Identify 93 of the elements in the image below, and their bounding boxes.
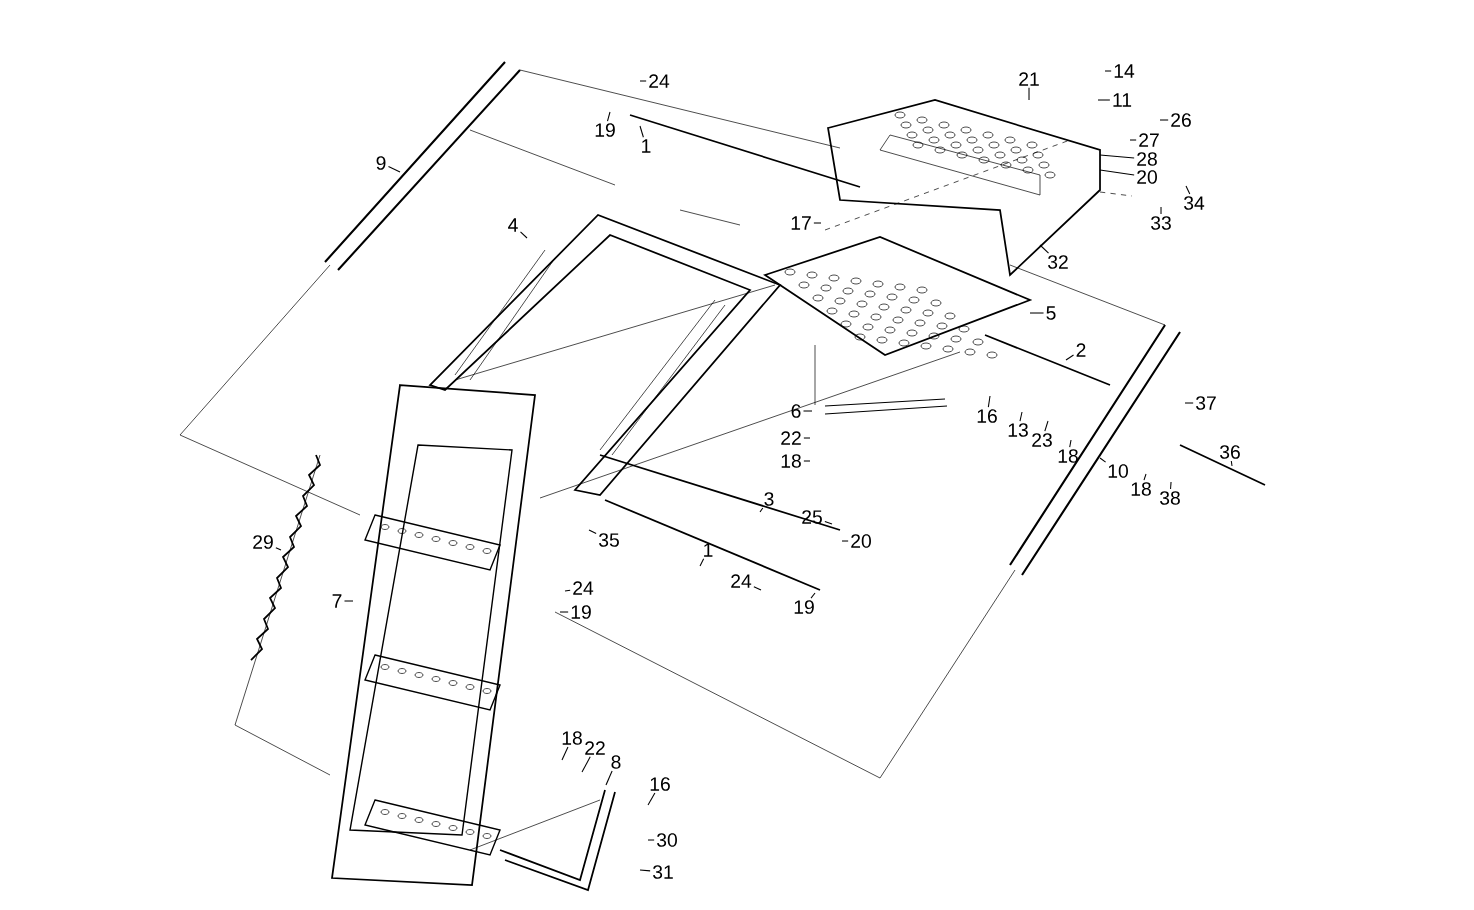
leader-line bbox=[1044, 420, 1049, 432]
leader-line bbox=[606, 111, 611, 122]
leader-line bbox=[1099, 154, 1135, 159]
callout-number: 9 bbox=[376, 156, 386, 170]
callout-number: 1 bbox=[704, 543, 713, 557]
leader-line bbox=[564, 589, 571, 592]
callout-number: 3 bbox=[764, 492, 774, 506]
callout-number: 2 bbox=[1076, 343, 1086, 357]
leader-line bbox=[1029, 312, 1045, 314]
callout-number: 18 bbox=[562, 731, 582, 745]
callout-number: 18 bbox=[1131, 482, 1151, 496]
leader-line bbox=[639, 125, 644, 138]
callout-number: 27 bbox=[1139, 133, 1159, 147]
callout-number: 19 bbox=[571, 605, 591, 619]
leader-line bbox=[1019, 411, 1023, 422]
leader-line bbox=[647, 839, 655, 841]
callout-number: 23 bbox=[1032, 433, 1052, 447]
callout-number: 16 bbox=[977, 409, 997, 423]
leader-line bbox=[987, 395, 991, 408]
callout-number: 20 bbox=[851, 534, 871, 548]
leader-line bbox=[1069, 439, 1072, 448]
leader-line bbox=[699, 558, 705, 567]
callout-number: 20 bbox=[1137, 170, 1157, 184]
leader-line bbox=[588, 529, 597, 535]
leader-line bbox=[1097, 99, 1111, 101]
leader-line bbox=[803, 460, 811, 462]
callout-number: 24 bbox=[573, 581, 594, 595]
leader-line bbox=[581, 756, 591, 773]
callout-number: 1 bbox=[642, 139, 651, 153]
callout-number: 19 bbox=[794, 600, 814, 614]
leader-line bbox=[275, 547, 282, 551]
leader-line bbox=[1185, 185, 1191, 195]
callout-number: 22 bbox=[781, 431, 801, 445]
leader-line bbox=[647, 792, 656, 806]
leader-line bbox=[1039, 244, 1050, 254]
callout-number: 14 bbox=[1114, 64, 1135, 78]
leader-line bbox=[802, 410, 813, 412]
callout-number: 6 bbox=[791, 404, 801, 418]
callout-number: 21 bbox=[1019, 72, 1039, 86]
callout-number: 33 bbox=[1151, 216, 1171, 230]
callout-number: 34 bbox=[1184, 196, 1205, 210]
leader-line bbox=[1028, 87, 1030, 101]
leader-line bbox=[387, 166, 401, 173]
leader-line bbox=[1104, 70, 1112, 72]
leader-line bbox=[813, 222, 822, 224]
leader-line bbox=[1170, 481, 1172, 490]
leader-line bbox=[605, 770, 613, 786]
leader-line bbox=[753, 586, 762, 591]
leader-line bbox=[1143, 473, 1147, 481]
callout-number: 17 bbox=[791, 216, 811, 230]
leader-line bbox=[810, 592, 816, 599]
callout-number: 18 bbox=[1058, 449, 1078, 463]
leader-line bbox=[841, 540, 849, 542]
callout-number: 26 bbox=[1171, 113, 1191, 127]
leader-line bbox=[1099, 169, 1135, 176]
callout-number: 30 bbox=[657, 833, 677, 847]
leader-line bbox=[1129, 139, 1137, 141]
callout-number: 28 bbox=[1137, 152, 1157, 166]
leader-line bbox=[561, 746, 569, 761]
callout-number: 22 bbox=[585, 741, 605, 755]
callout-number: 24 bbox=[649, 74, 670, 88]
callout-number: 38 bbox=[1160, 491, 1180, 505]
leader-line bbox=[1160, 206, 1162, 215]
leader-line bbox=[559, 611, 569, 613]
callout-number: 37 bbox=[1196, 396, 1216, 410]
leader-line bbox=[1230, 460, 1233, 467]
leader-line bbox=[1159, 119, 1169, 121]
leader-line bbox=[803, 437, 811, 439]
leader-line bbox=[1184, 402, 1194, 404]
callout-number: 35 bbox=[599, 533, 619, 547]
leader-line bbox=[519, 231, 528, 239]
callout-number: 36 bbox=[1220, 445, 1240, 459]
callout-number: 7 bbox=[332, 594, 342, 608]
callout-number: 32 bbox=[1048, 255, 1068, 269]
callout-number: 18 bbox=[781, 454, 801, 468]
callout-number: 29 bbox=[253, 535, 273, 549]
callout-number: 31 bbox=[653, 865, 673, 879]
leader-line bbox=[639, 869, 651, 872]
leader-line bbox=[343, 600, 354, 602]
callout-number: 10 bbox=[1108, 464, 1128, 478]
callout-number: 4 bbox=[508, 218, 518, 232]
callout-number: 24 bbox=[731, 574, 752, 588]
leader-line bbox=[639, 80, 647, 82]
callout-number: 16 bbox=[650, 777, 670, 791]
leader-line bbox=[1065, 354, 1075, 361]
leader-line bbox=[824, 521, 833, 525]
leader-line bbox=[759, 507, 764, 513]
leader-line bbox=[1099, 457, 1107, 463]
callout-number: 8 bbox=[611, 755, 621, 769]
callout-number: 13 bbox=[1008, 423, 1028, 437]
callout-number: 11 bbox=[1113, 93, 1132, 107]
callout-number: 5 bbox=[1046, 306, 1056, 320]
callout-number: 19 bbox=[595, 123, 615, 137]
